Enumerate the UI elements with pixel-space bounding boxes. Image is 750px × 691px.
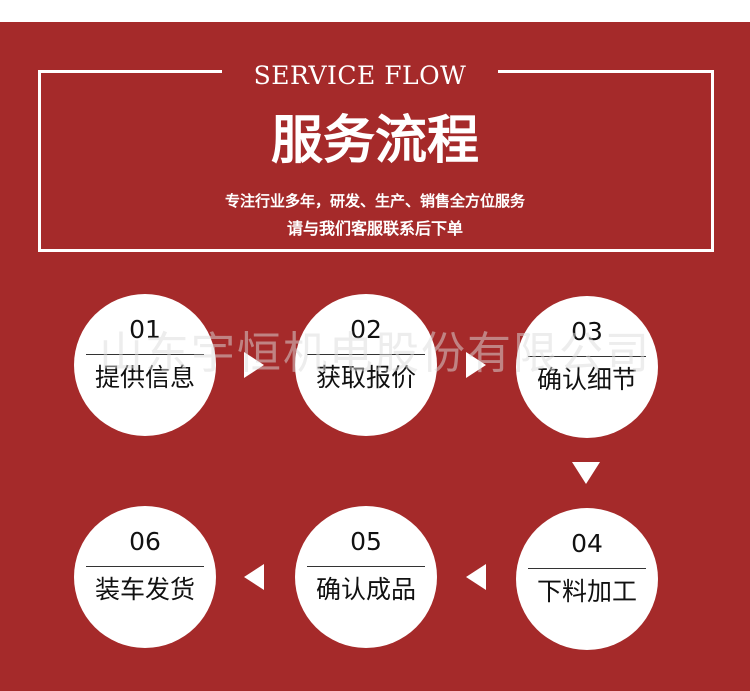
step-03-circle: 03 确认细节 (516, 296, 658, 438)
description-line-2: 请与我们客服联系后下单 (286, 219, 463, 238)
step-divider (528, 356, 646, 357)
step-number: 01 (129, 315, 161, 344)
step-label: 获取报价 (315, 363, 416, 392)
arrow-left-icon (466, 564, 486, 590)
step-04-circle: 04 下料加工 (516, 508, 658, 650)
step-divider (307, 566, 425, 567)
step-divider (528, 568, 646, 569)
step-label: 下料加工 (536, 577, 637, 606)
step-06-circle: 06 装车发货 (74, 506, 216, 648)
arrow-right-icon (244, 352, 264, 378)
step-number: 05 (350, 527, 382, 556)
step-label: 装车发货 (94, 575, 195, 604)
step-01-circle: 01 提供信息 (74, 294, 216, 436)
step-divider (307, 354, 425, 355)
step-number: 06 (129, 527, 161, 556)
step-divider (86, 354, 204, 355)
step-02-circle: 02 获取报价 (295, 294, 437, 436)
page-title: 服务流程 (270, 111, 479, 171)
subtitle-english: SERVICE FLOW (253, 61, 467, 90)
step-number: 03 (571, 317, 603, 346)
step-label: 确认细节 (536, 365, 637, 394)
step-05-circle: 05 确认成品 (295, 506, 437, 648)
frame-title-gap (222, 64, 498, 78)
arrow-down-icon (572, 462, 600, 484)
arrow-right-icon (466, 352, 486, 378)
arrow-left-icon (244, 564, 264, 590)
step-number: 02 (350, 315, 382, 344)
step-number: 04 (571, 529, 603, 558)
step-divider (86, 566, 204, 567)
step-label: 确认成品 (315, 575, 416, 604)
description-line-1: 专注行业多年，研发、生产、销售全方位服务 (224, 192, 525, 210)
step-label: 提供信息 (94, 363, 195, 392)
